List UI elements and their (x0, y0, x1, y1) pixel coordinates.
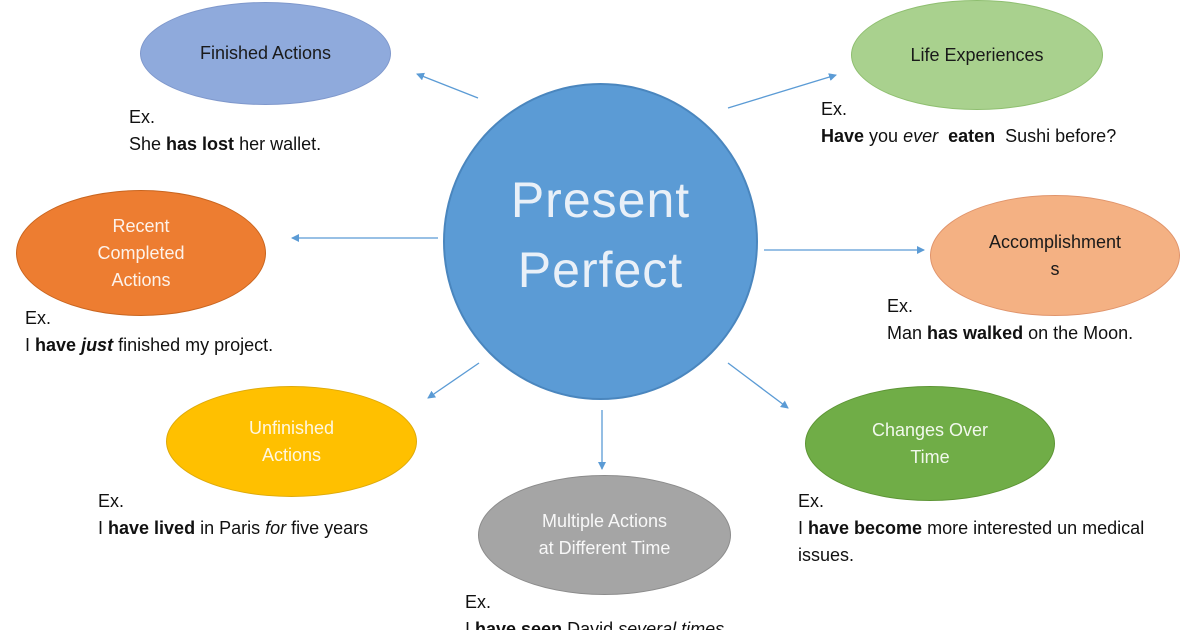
example-prefix: Ex. (129, 107, 156, 127)
example-prefix: Ex. (798, 491, 825, 511)
center-title-line-1: Present (510, 171, 691, 228)
accomplishments-oval: Accomplishment s (930, 195, 1180, 316)
arrow-life-experiences (727, 73, 837, 109)
finished-actions-oval: Finished Actions (140, 2, 391, 105)
changes-over-time-example: Ex. I have become more interested un med… (798, 488, 1144, 569)
life-experiences-example: Ex. Have you ever eaten Sushi before? (821, 96, 1116, 150)
recent-label-line-3: Actions (111, 269, 171, 290)
accomplishments-label-line-2: s (1050, 258, 1060, 279)
multiple-label-line-1: Multiple Actions (541, 511, 668, 531)
example-sentence-line-1: I have become more interested un medical (798, 518, 1145, 538)
unfinished-label-line-1: Unfinished (248, 417, 335, 438)
life-experiences-label: Life Experiences (910, 44, 1044, 65)
example-sentence: I have seen David several times (465, 619, 725, 630)
changes-label-line-1: Changes Over (871, 419, 989, 440)
accomplishments-label-line-1: Accomplishment (988, 231, 1122, 252)
multiple-actions-oval: Multiple Actions at Different Time (478, 475, 731, 595)
recent-completed-example: Ex. I have just finished my project. (25, 305, 273, 359)
arrow-changes-over-time (727, 362, 789, 409)
recent-completed-actions-oval: Recent Completed Actions (16, 190, 266, 316)
example-prefix: Ex. (465, 592, 492, 612)
multiple-label-line-2: at Different Time (538, 538, 671, 558)
life-experiences-oval: Life Experiences (851, 0, 1103, 110)
finished-actions-label: Finished Actions (199, 43, 332, 63)
example-sentence: I have lived in Paris for five years (98, 518, 369, 538)
arrow-finished-actions (416, 72, 479, 99)
example-sentence: I have just finished my project. (25, 335, 274, 355)
recent-label-line-2: Completed (97, 242, 185, 263)
present-perfect-center-circle: Present Perfect (443, 83, 758, 400)
unfinished-actions-oval: Unfinished Actions (166, 386, 417, 497)
example-prefix: Ex. (25, 308, 52, 328)
center-title-line-2: Perfect (517, 241, 684, 298)
unfinished-label-line-2: Actions (261, 444, 322, 465)
accomplishments-example: Ex. Man has walked on the Moon. (887, 293, 1133, 347)
example-prefix: Ex. (887, 296, 914, 316)
example-prefix: Ex. (821, 99, 848, 119)
example-prefix: Ex. (98, 491, 125, 511)
arrow-unfinished-actions (427, 362, 480, 399)
finished-actions-example: Ex. She has lost her wallet. (129, 104, 321, 158)
multiple-actions-example: Ex. I have seen David several times (465, 589, 724, 630)
unfinished-actions-example: Ex. I have lived in Paris for five years (98, 488, 368, 542)
changes-over-time-oval: Changes Over Time (805, 386, 1055, 501)
example-sentence: She has lost her wallet. (129, 134, 322, 154)
recent-label-line-1: Recent (112, 215, 170, 236)
changes-label-line-2: Time (910, 446, 950, 467)
example-sentence-line-2: issues. (798, 545, 855, 565)
example-sentence: Man has walked on the Moon. (887, 323, 1134, 343)
example-sentence: Have you ever eaten Sushi before? (821, 126, 1117, 146)
